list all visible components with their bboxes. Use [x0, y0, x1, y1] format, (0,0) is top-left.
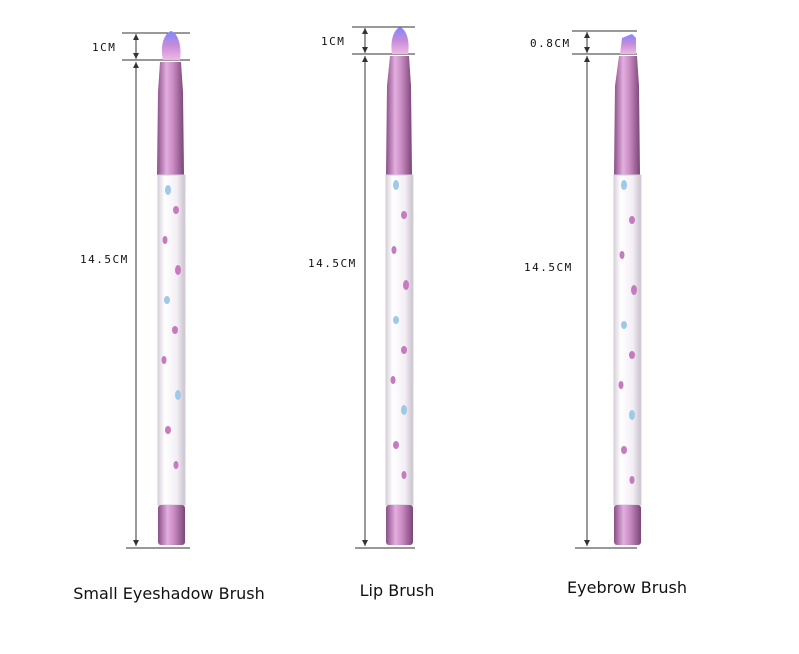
brush-2-lip: [352, 26, 415, 549]
brush-2-name: Lip Brush: [359, 581, 435, 600]
brush-2-body-length: 14.5CM: [308, 257, 357, 270]
ferrule: [157, 62, 184, 175]
glass-handle: [157, 174, 186, 506]
bristle-tip: [620, 34, 636, 54]
ferrule: [386, 56, 412, 175]
glass-handle: [385, 174, 414, 506]
glass-handle: [613, 174, 642, 506]
end-cap: [158, 505, 185, 545]
ferrule: [614, 56, 640, 175]
brush-3-body-length: 14.5CM: [524, 261, 573, 274]
glitter: [161, 185, 181, 469]
brush-1-tip-length: 1CM: [92, 41, 117, 54]
brush-3-tip-length: 0.8CM: [530, 37, 571, 50]
glitter: [618, 180, 637, 484]
brush-1-name: Small Eyeshadow Brush: [73, 584, 265, 603]
brush-1-body-length: 14.5CM: [80, 253, 129, 266]
end-cap: [614, 505, 641, 545]
brush-3-eyebrow: [572, 30, 642, 549]
bristle-tip: [161, 31, 181, 60]
end-cap: [386, 505, 413, 545]
bristle-tip: [391, 27, 409, 54]
glitter: [390, 180, 409, 479]
brush-3-name: Eyebrow Brush: [567, 578, 687, 597]
brush-1-small-eyeshadow: [122, 31, 190, 549]
brush-2-tip-length: 1CM: [321, 35, 346, 48]
